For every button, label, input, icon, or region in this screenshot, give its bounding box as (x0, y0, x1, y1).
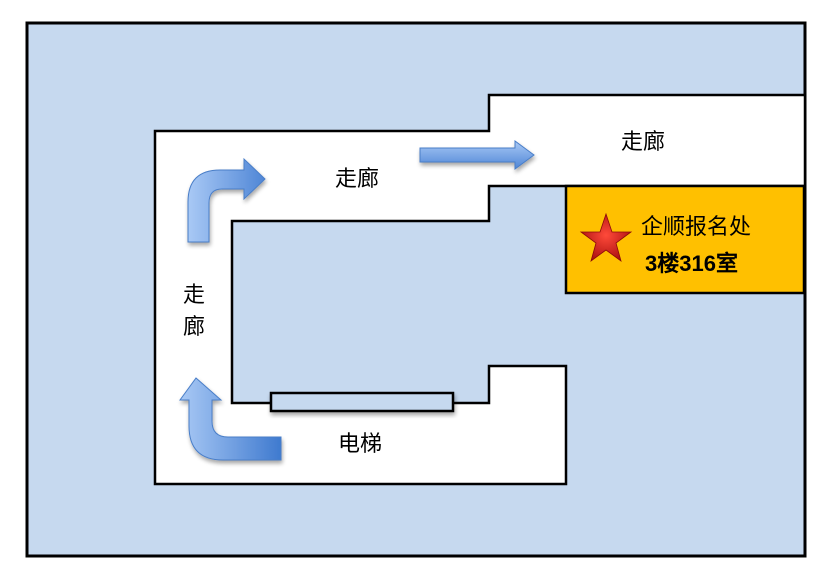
elevator-door (269, 391, 455, 413)
star-icon (579, 212, 633, 263)
corridor-area (153, 93, 807, 486)
arrow-up-turn-right-icon (187, 157, 266, 243)
arrow-right-icon (419, 140, 535, 170)
corridor-label-top: 走廊 (335, 167, 380, 192)
corridor-label-left: 走廊 (182, 283, 205, 340)
destination-room-number: 3楼316室 (645, 251, 738, 276)
corridor-label-right: 走廊 (621, 130, 666, 155)
destination-name: 企顺报名处 (641, 215, 752, 240)
arrow-up-from-bottom-icon (179, 377, 282, 461)
elevator-label: 电梯 (338, 432, 383, 457)
